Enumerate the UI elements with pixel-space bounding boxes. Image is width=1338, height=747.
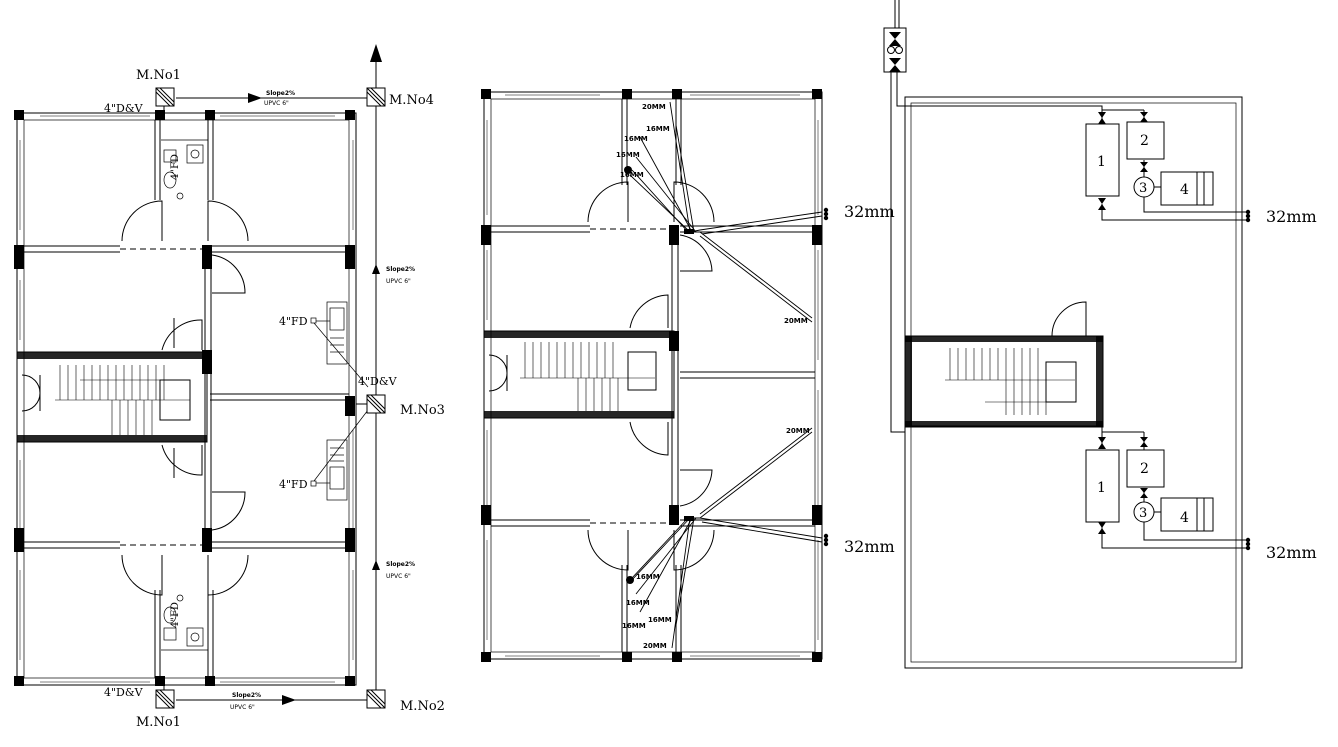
pipe-size-top-3: 16MM bbox=[624, 135, 648, 143]
svg-text:1: 1 bbox=[1097, 480, 1106, 496]
main-size-bottom: 32mm bbox=[844, 537, 895, 556]
svg-text:1: 1 bbox=[1097, 154, 1106, 170]
dv-label-bottom: 4"D&V bbox=[104, 686, 144, 699]
manhole-icon bbox=[155, 689, 175, 709]
kitchen-sink-top bbox=[310, 301, 369, 388]
slope-label-4: Slope2% bbox=[232, 692, 261, 699]
drainage-pipes bbox=[163, 60, 377, 701]
svg-text:4: 4 bbox=[1180, 182, 1189, 198]
pipe-size-bottom-3: 16MM bbox=[648, 616, 672, 624]
supply-pipes-bottom bbox=[629, 427, 823, 649]
wc-top bbox=[161, 139, 208, 200]
overhead-tank-1 bbox=[1085, 123, 1120, 197]
manhole-icon bbox=[366, 394, 386, 414]
manhole-label-m-no1-top: M.No1 bbox=[136, 68, 181, 83]
pipe-size-bottom-4: 16MM bbox=[622, 622, 646, 630]
slope-label-2: Slope2% bbox=[386, 266, 415, 273]
pipe-size-top-2: 16MM bbox=[646, 125, 670, 133]
manhole-label-m-no4: M.No4 bbox=[389, 93, 434, 108]
pipe-label-3: UPVC 6" bbox=[386, 573, 411, 580]
svg-text:2: 2 bbox=[1140, 461, 1149, 477]
manhole-icon bbox=[155, 87, 175, 107]
tank-group-bottom: 1 2 3 4 bbox=[1085, 449, 1214, 532]
kitchen-sink-bottom bbox=[310, 409, 369, 501]
manhole-icon bbox=[366, 689, 386, 709]
overhead-tank-1 bbox=[1085, 449, 1120, 523]
manhole-label-m-no1-bottom: M.No1 bbox=[136, 715, 181, 730]
wc-fd-label-bottom: 4"FD bbox=[170, 602, 181, 628]
terrace-plan: 1 2 3 4 1 2 3 4 bbox=[883, 0, 1317, 669]
drainage-plan: M.No1 M.No4 M.No3 M.No2 M.No1 4"D&V 4"D&… bbox=[14, 44, 445, 730]
pipe-label-1: UPVC 6" bbox=[264, 100, 289, 107]
pipe-size-bottom-5: 20MM bbox=[643, 642, 667, 650]
svg-text:3: 3 bbox=[1139, 506, 1147, 521]
main-size-top: 32mm bbox=[844, 202, 895, 221]
pipe-label-4: UPVC 6" bbox=[230, 704, 255, 711]
svg-text:2: 2 bbox=[1140, 133, 1149, 149]
fd-label-bottom: 4"FD bbox=[279, 478, 308, 491]
dv-label-mid: 4"D&V bbox=[358, 375, 398, 388]
slope-label-3: Slope2% bbox=[386, 561, 415, 568]
terrace-main-size-bottom: 32mm bbox=[1266, 543, 1317, 562]
svg-text:4: 4 bbox=[1180, 510, 1189, 526]
pipe-size-bottom-1: 16MM bbox=[636, 573, 660, 581]
pipe-size-right-bottom: 20MM bbox=[786, 427, 810, 435]
pipe-size-bottom-2: 16MM bbox=[626, 599, 650, 607]
overhead-tank-2 bbox=[1126, 449, 1165, 488]
overhead-tank-2 bbox=[1126, 121, 1165, 160]
wc-fd-label-top: 4"FD bbox=[170, 154, 181, 180]
manhole-label-m-no2: M.No2 bbox=[400, 699, 445, 714]
pump-valve-icon bbox=[883, 0, 907, 73]
stair-headroom bbox=[904, 301, 1104, 428]
tank-group-top: 1 2 3 4 bbox=[1085, 121, 1214, 206]
pipe-size-top-1: 20MM bbox=[642, 103, 666, 111]
pipe-size-top-5: 16MM bbox=[620, 171, 644, 179]
slope-label-1: Slope2% bbox=[266, 90, 295, 97]
svg-text:3: 3 bbox=[1139, 181, 1147, 196]
supply-pipes-top bbox=[629, 101, 823, 323]
wc-bottom bbox=[161, 594, 208, 651]
pipe-label-2: UPVC 6" bbox=[386, 278, 411, 285]
water-supply-plan: 20MM 16MM 16MM 16MM 16MM 20MM 20MM 16MM … bbox=[481, 89, 895, 662]
pipe-size-top-4: 16MM bbox=[616, 151, 640, 159]
pipe-size-right-top: 20MM bbox=[784, 317, 808, 325]
manhole-icon bbox=[366, 87, 386, 107]
dv-label-top: 4"D&V bbox=[104, 102, 144, 115]
manhole-label-m-no3: M.No3 bbox=[400, 403, 445, 418]
fd-label-top: 4"FD bbox=[279, 315, 308, 328]
terrace-main-size-top: 32mm bbox=[1266, 207, 1317, 226]
